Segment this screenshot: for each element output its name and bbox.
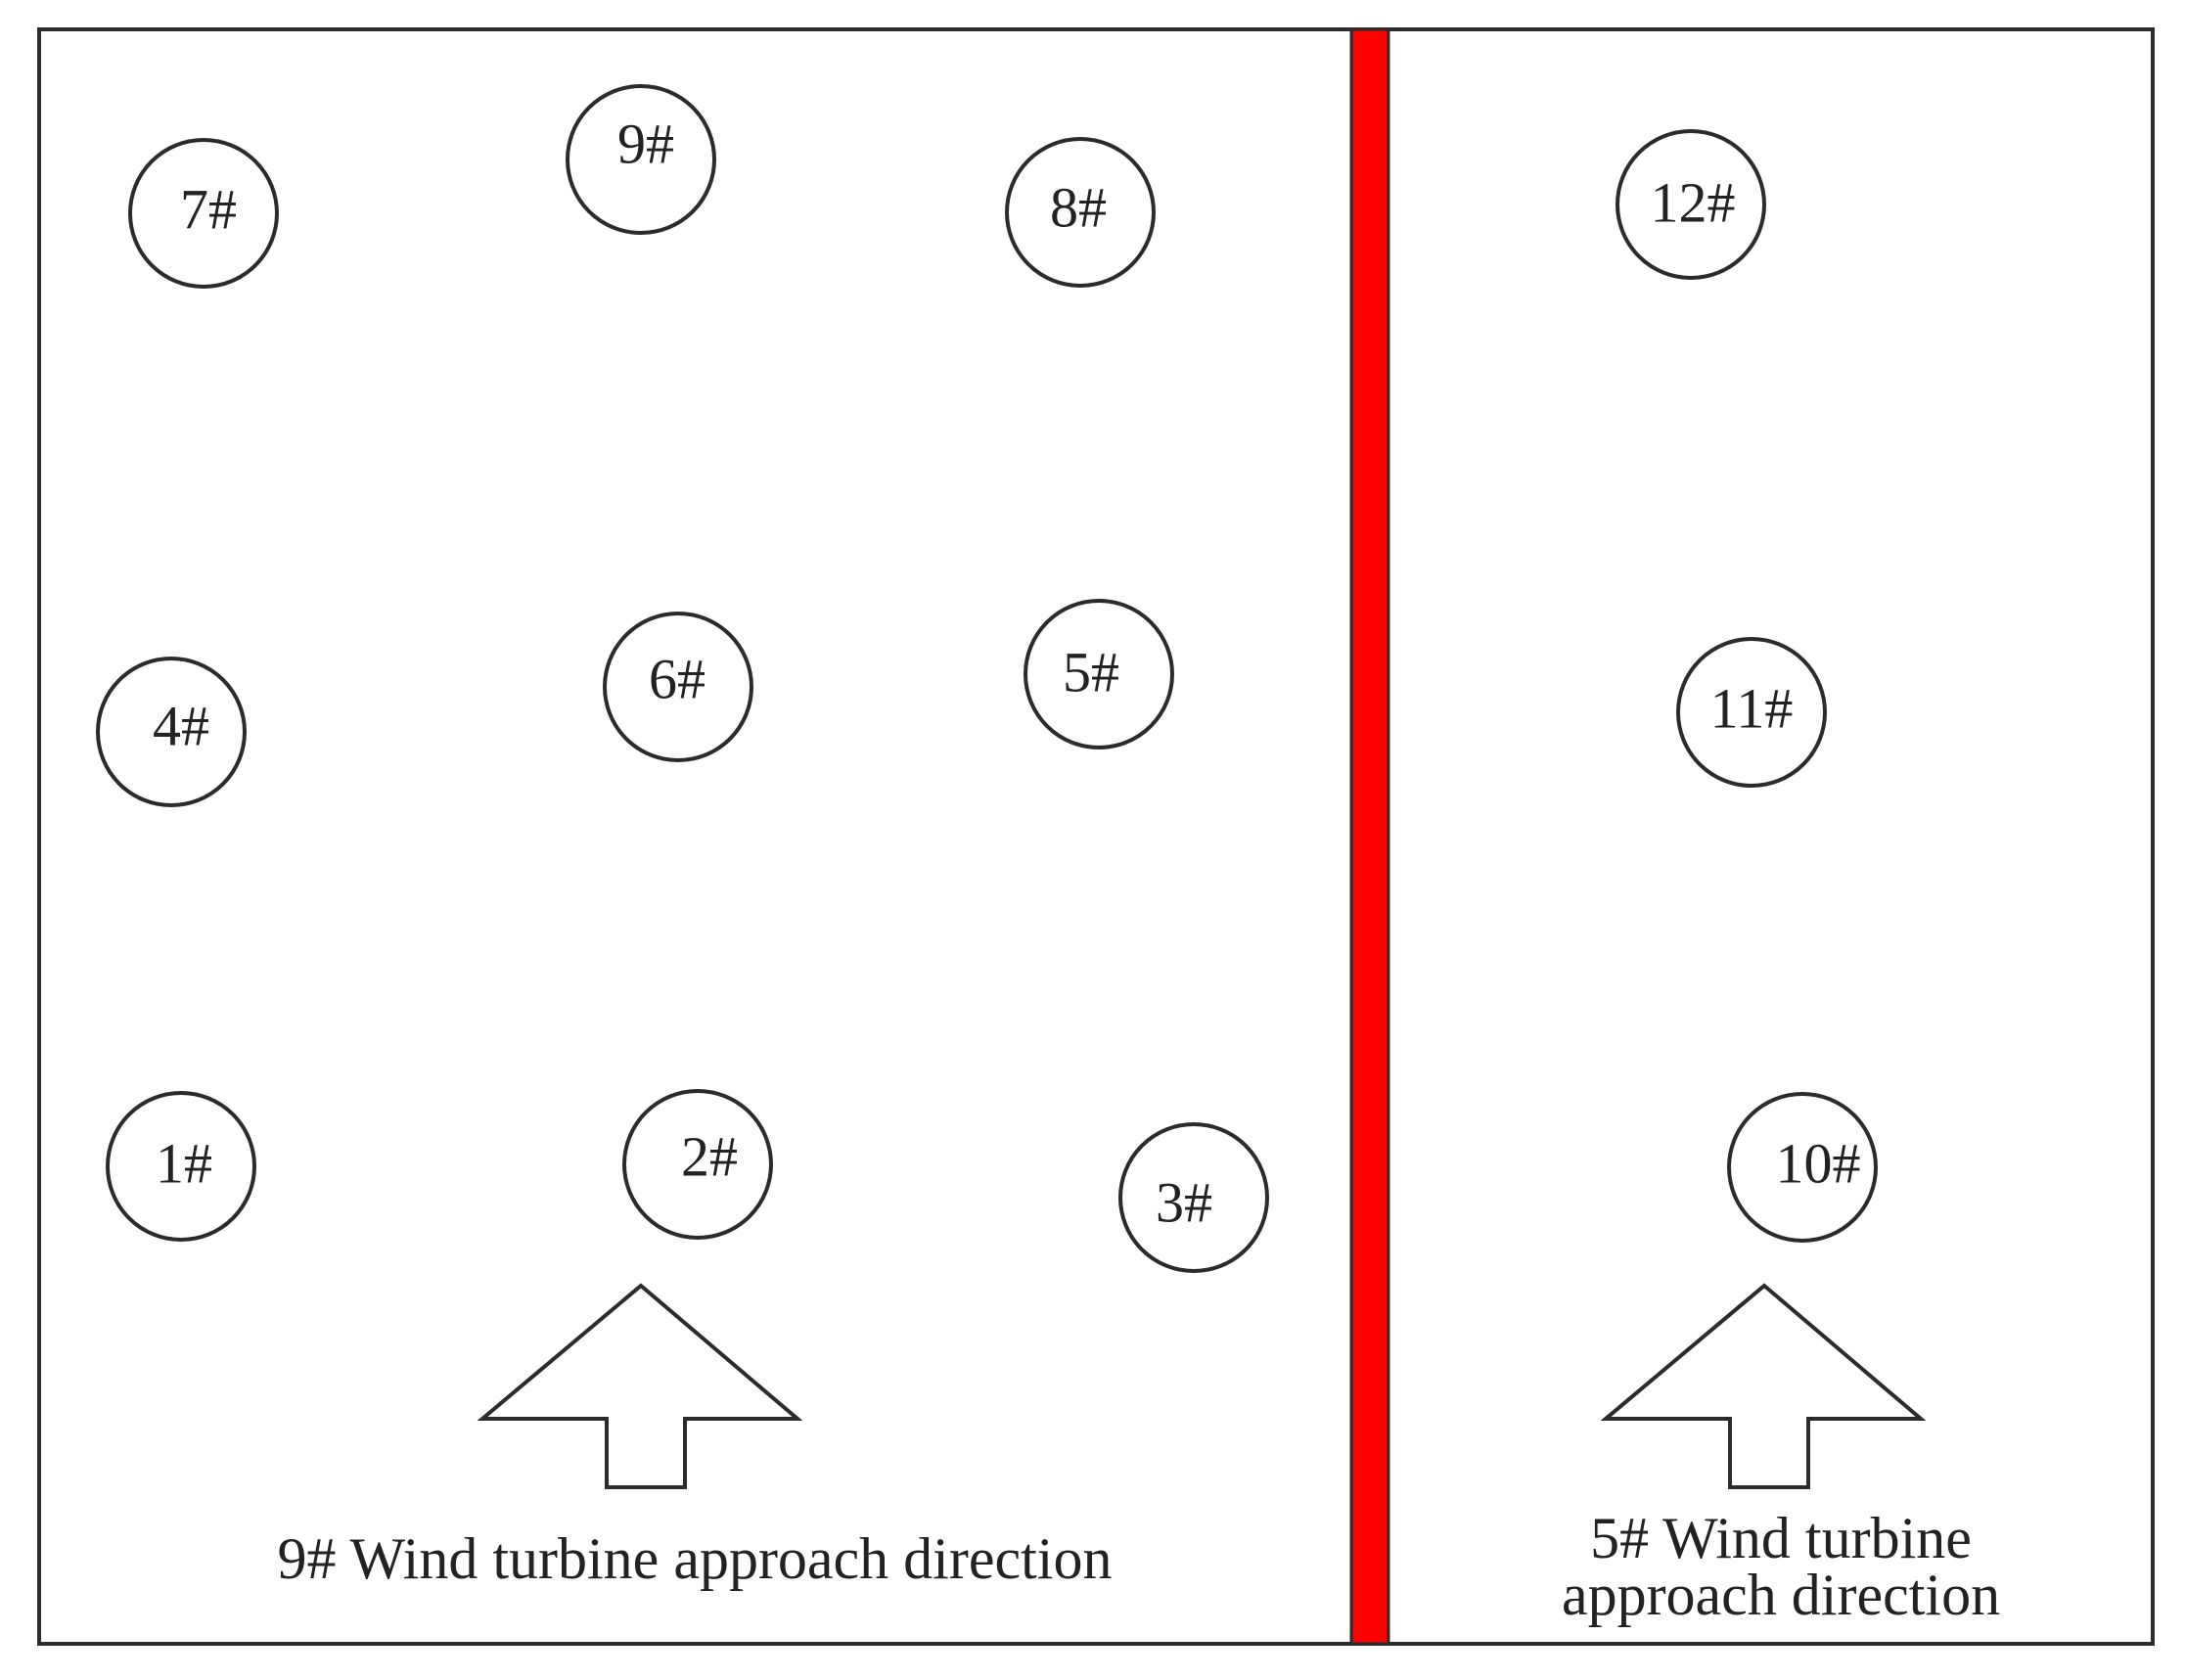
node-8-label: 8# [1050, 175, 1107, 239]
left-caption: 9# Wind turbine approach direction [278, 1526, 1113, 1591]
node-7-circle [128, 138, 279, 289]
node-12-label: 12# [1651, 170, 1736, 234]
node-2-label: 2# [681, 1124, 738, 1188]
node-3: 3# [1118, 1122, 1269, 1273]
node-11: 11# [1676, 637, 1827, 788]
node-5: 5# [1024, 599, 1174, 749]
node-6-circle [603, 612, 753, 762]
node-2: 2# [622, 1089, 773, 1240]
right-wind-direction-arrow [1600, 1283, 1927, 1489]
node-1: 1# [106, 1091, 256, 1242]
node-2-circle [622, 1089, 773, 1240]
node-9: 9# [566, 84, 716, 235]
node-8-circle [1005, 137, 1156, 288]
node-11-label: 11# [1710, 676, 1794, 740]
node-4-circle [96, 657, 247, 807]
red-divider [1349, 27, 1390, 1646]
node-3-circle [1118, 1122, 1269, 1273]
node-6-label: 6# [649, 647, 706, 710]
node-1-circle [106, 1091, 256, 1242]
node-5-circle [1024, 599, 1174, 749]
node-1-label: 1# [156, 1131, 212, 1195]
outer-frame [37, 27, 2155, 1646]
node-10-label: 10# [1776, 1131, 1861, 1195]
node-5-label: 5# [1063, 640, 1119, 704]
node-10: 10# [1727, 1092, 1878, 1243]
node-7-label: 7# [180, 177, 237, 241]
node-8: 8# [1005, 137, 1156, 288]
node-10-circle [1727, 1092, 1878, 1243]
node-4: 4# [96, 657, 247, 807]
node-4-label: 4# [153, 694, 209, 757]
node-11-circle [1676, 637, 1827, 788]
node-3-label: 3# [1156, 1170, 1212, 1234]
node-12: 12# [1616, 129, 1766, 280]
node-12-circle [1616, 129, 1766, 280]
node-6: 6# [603, 612, 753, 762]
left-wind-direction-arrow [477, 1283, 803, 1489]
right-caption-line-2: approach direction [1562, 1563, 2000, 1627]
node-9-label: 9# [617, 112, 674, 175]
node-9-circle [566, 84, 716, 235]
node-7: 7# [128, 138, 279, 289]
right-caption-line-1: 5# Wind turbine [1590, 1506, 1972, 1570]
